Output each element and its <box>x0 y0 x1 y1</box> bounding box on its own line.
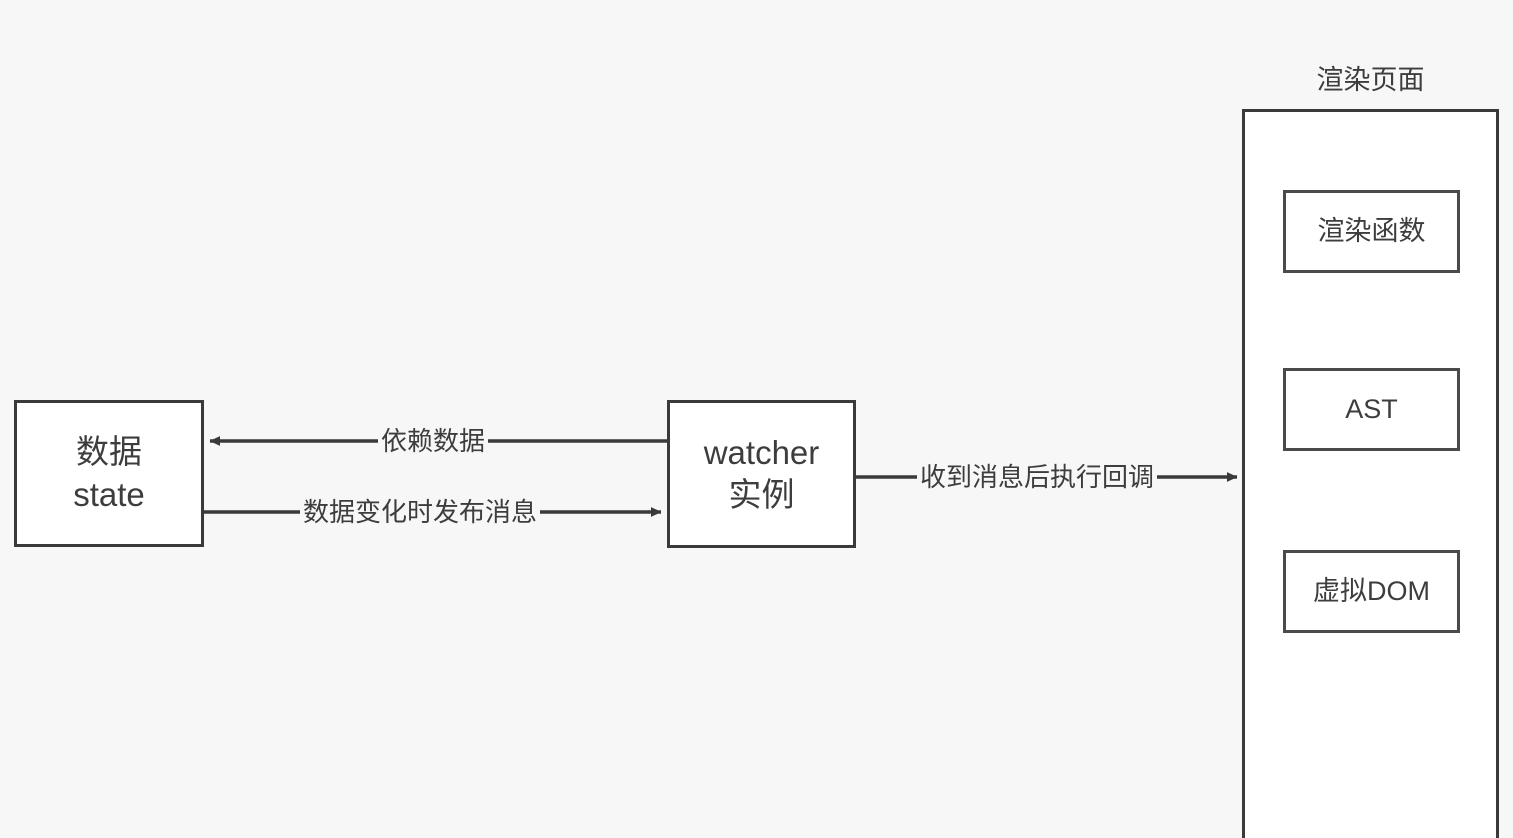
node-virtual-dom: 虚拟DOM <box>1283 550 1460 633</box>
node-state-line2: state <box>73 475 145 513</box>
node-state-line1: 数据 <box>76 433 142 471</box>
node-state: 数据 state <box>14 400 204 547</box>
edge-label-publish: 数据变化时发布消息 <box>300 499 541 525</box>
node-render-function-label: 渲染函数 <box>1317 216 1426 247</box>
node-ast-label: AST <box>1345 394 1398 425</box>
edge-label-dependency: 依赖数据 <box>378 428 489 454</box>
node-watcher-line1: watcher <box>703 433 820 471</box>
node-watcher-line2: 实例 <box>728 476 795 513</box>
node-virtual-dom-label: 虚拟DOM <box>1313 576 1430 607</box>
node-watcher: watcher 实例 <box>667 400 856 548</box>
group-title-render-page: 渲染页面 <box>1316 65 1425 95</box>
edge-label-callback: 收到消息后执行回调 <box>917 464 1158 490</box>
node-ast: AST <box>1283 368 1460 451</box>
node-render-function: 渲染函数 <box>1283 190 1460 273</box>
